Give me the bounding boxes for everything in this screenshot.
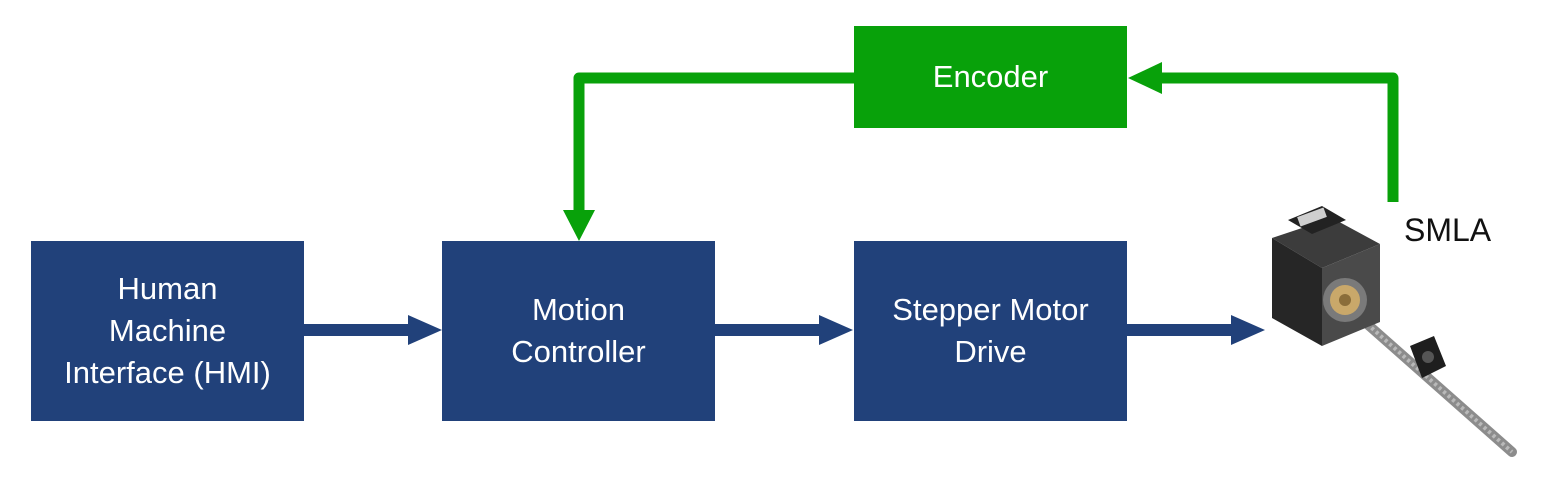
arrow-hmi-to-motion-controller [304,315,442,345]
stepper-drive-label-line-2: Drive [954,334,1027,369]
stepper-drive-label-line-1: Stepper Motor [892,292,1089,327]
hmi-label-line-2: Machine [108,313,227,348]
motion-controller-block: Motion Controller [442,241,715,421]
arrow-drive-to-actuator [1127,315,1265,345]
encoder-block: Encoder [854,26,1127,128]
feedback-arrows [563,62,1399,241]
hmi-label-line-1: Human [117,271,218,306]
hmi-label-line-3: Interface (HMI) [64,355,271,390]
encoder-label: Encoder [932,59,1049,94]
motion-controller-label-line-2: Controller [511,334,646,369]
stepper-motor-drive-block: Stepper Motor Drive [854,241,1127,421]
arrow-motion-controller-to-drive [715,315,853,345]
hmi-block: Human Machine Interface (HMI) [31,241,304,421]
arrow-encoder-to-motion-controller [563,72,854,241]
smla-label: SMLA [1404,212,1492,248]
motion-controller-label-line-1: Motion [531,292,626,327]
stepper-motor-linear-actuator-icon [1272,206,1517,457]
forward-arrows [304,315,1265,345]
arrow-actuator-to-encoder [1128,62,1399,202]
